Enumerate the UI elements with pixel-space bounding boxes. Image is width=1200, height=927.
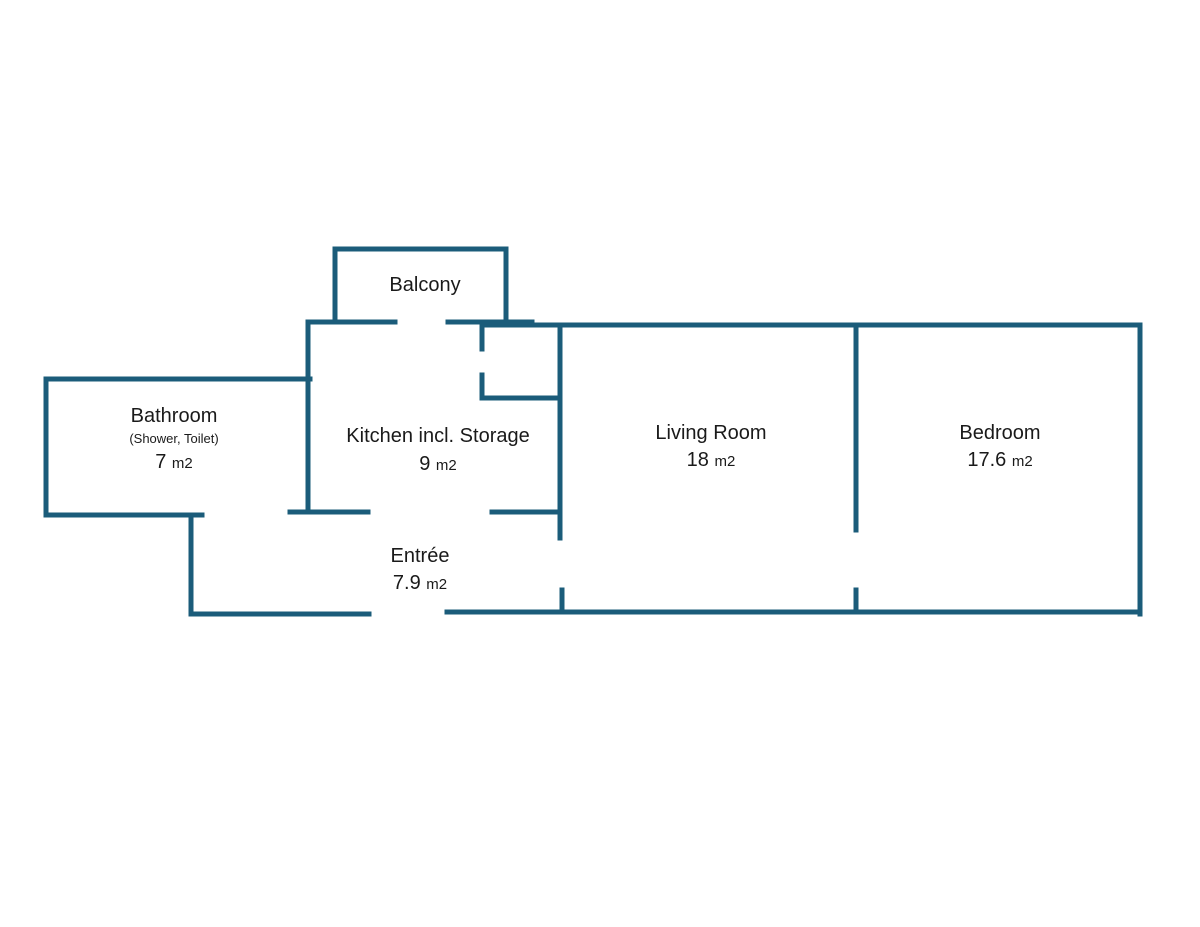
entree-label: Entrée [391, 545, 450, 567]
living-room-label: Living Room [655, 422, 766, 444]
bathroom-area: 7 m2 [155, 451, 193, 473]
bedroom-label: Bedroom [959, 422, 1040, 444]
balcony-label: Balcony [389, 274, 460, 296]
entree-area: 7.9 m2 [393, 572, 447, 594]
living-room-area: 18 m2 [687, 449, 736, 471]
bedroom-area: 17.6 m2 [967, 449, 1032, 471]
labels: Balcony Bathroom (Shower, Toilet) 7 m2 K… [129, 274, 1040, 594]
bathroom-note: (Shower, Toilet) [129, 431, 218, 446]
kitchen-label: Kitchen incl. Storage [346, 425, 529, 447]
bathroom-label: Bathroom [131, 405, 218, 427]
walls [43, 246, 1143, 617]
kitchen-area: 9 m2 [419, 453, 457, 475]
